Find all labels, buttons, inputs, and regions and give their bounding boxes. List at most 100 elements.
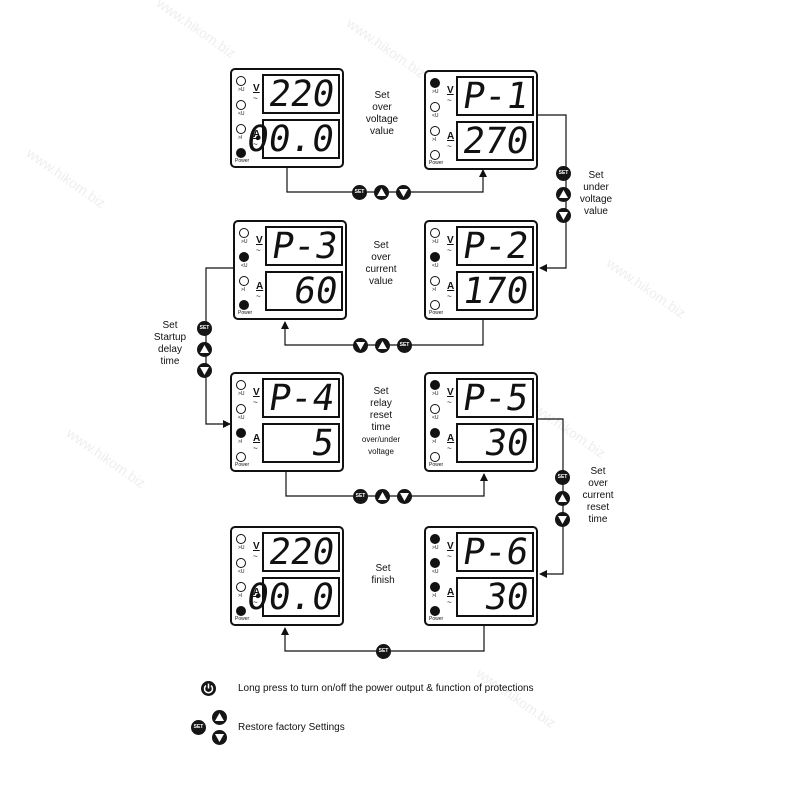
triangle-up-icon [377,188,386,196]
current-unit-label: A [447,433,455,444]
indicator-led-icon [236,380,246,390]
current-unit-label: A [253,129,261,140]
indicator-label: <U [432,113,439,119]
set-button[interactable]: SET [376,644,391,659]
set-button[interactable]: SET [353,489,368,504]
power-button[interactable] [201,681,216,696]
current-readout: 170 [459,271,532,312]
current-readout: 60 [290,271,341,312]
indicator-label: <U [241,263,248,269]
current-unit-label: A [256,281,264,292]
voltage-display: P-2 [456,226,534,267]
up-button[interactable] [375,489,390,504]
voltage-display: P-6 [456,532,534,573]
power-label: Power [429,310,444,316]
up-button[interactable] [212,710,227,725]
triangle-up-icon [559,190,568,198]
triangle-down-icon [200,367,209,375]
down-button[interactable] [353,338,368,353]
set-label: SET [557,474,568,480]
indicator-led-icon [430,300,440,310]
indicator-label: >I [238,439,243,445]
ac-symbol: ~ [447,398,452,407]
label-line: Set [588,170,604,181]
up-button[interactable] [555,491,570,506]
indicator-led-icon [430,606,440,616]
ac-symbol: ~ [447,96,452,105]
set-button[interactable]: SET [352,185,367,200]
set-button[interactable]: SET [191,720,206,735]
indicator-led-icon [236,534,246,544]
indicator-led-icon [430,452,440,462]
indicator-led-icon [430,102,440,112]
indicator-label: >I [432,439,437,445]
up-button[interactable] [556,187,571,202]
label-line: relay [370,398,392,409]
set-button[interactable]: SET [397,338,412,353]
triangle-down-icon [356,342,365,350]
label-line: over/under [361,435,401,444]
triangle-down-icon [215,734,224,742]
legend-power-text: Long press to turn on/off the power outp… [238,683,534,694]
label-line: under [583,182,609,193]
set-button[interactable]: SET [197,321,212,336]
ac-symbol: ~ [447,598,452,607]
current-readout: 30 [481,577,532,618]
indicator-led-icon [236,558,246,568]
down-button[interactable] [555,512,570,527]
indicator-label: >U [238,391,245,397]
down-button[interactable] [397,489,412,504]
up-button[interactable] [375,338,390,353]
indicator-label: >U [432,239,439,245]
indicator-label: >I [432,593,437,599]
set-label: SET [199,325,210,331]
indicator-led-icon [236,100,246,110]
label-line: Set [373,240,389,251]
voltage-readout: 220 [265,74,338,115]
indicator-label: >I [241,287,246,293]
indicator-led-icon [430,252,440,262]
label-line: finish [371,575,395,586]
voltage-readout: P-5 [459,378,532,419]
triangle-down-icon [400,493,409,501]
ac-symbol: ~ [447,142,452,151]
voltage-display: P-5 [456,378,534,419]
set-button[interactable]: SET [555,470,570,485]
indicator-label: >I [238,593,243,599]
power-label: Power [238,310,253,316]
label-line: Set [590,466,606,477]
label-line: value [369,276,393,287]
triangle-down-icon [399,189,408,197]
indicator-led-icon [430,534,440,544]
indicator-label: >I [432,137,437,143]
up-button[interactable] [374,185,389,200]
current-unit-label: A [447,281,455,292]
down-button[interactable] [197,363,212,378]
triangle-up-icon [378,492,387,500]
indicator-led-icon [430,276,440,286]
voltage-readout: P-3 [268,226,341,267]
down-button[interactable] [212,730,227,745]
down-button[interactable] [396,185,411,200]
up-button[interactable] [197,342,212,357]
current-unit-label: A [253,587,261,598]
current-readout: 30 [481,423,532,464]
set-label: SET [354,189,365,195]
indicator-led-icon [236,606,246,616]
label-line: Set [373,386,389,397]
voltage-display: P-1 [456,76,534,117]
label-line: voltage [579,194,613,205]
current-readout: 00.0 [244,119,338,160]
label-line: current [582,490,614,501]
down-button[interactable] [556,208,571,223]
indicator-label: >U [241,239,248,245]
set-button[interactable]: SET [556,166,571,181]
triangle-up-icon [558,494,567,502]
indicator-led-icon [236,582,246,592]
